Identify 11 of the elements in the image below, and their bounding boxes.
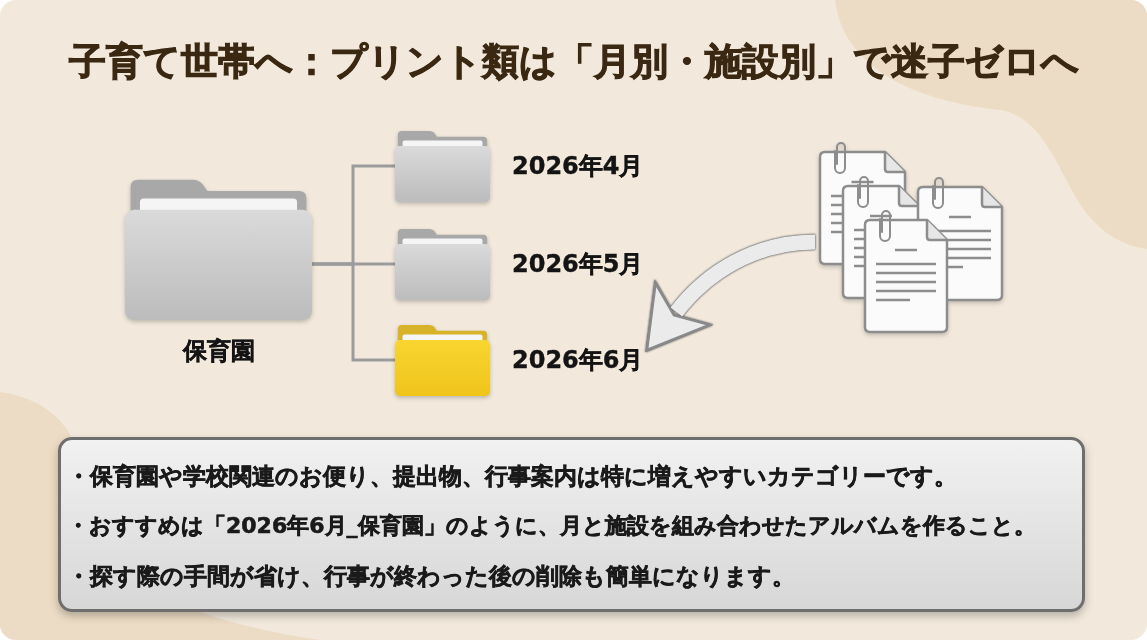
- bullet-text: ・保育園や学校関連のお便り、提出物、行事案内は特に増えやすいカテゴリーです。: [67, 462, 957, 490]
- folder-label: 2026年4月: [512, 151, 644, 181]
- curved-arrow: [644, 234, 816, 351]
- connector-line: [312, 262, 395, 362]
- bullet-text: ・探す際の手間が省け、行事が終わった後の削除も簡単になります。: [67, 562, 795, 590]
- title: 子育て世帯へ：プリント類は「月別・施設別」で迷子ゼロへ: [68, 39, 1079, 85]
- note-panel: [58, 437, 1085, 612]
- bullet-text: ・おすすめは「2026年6月_保育園」のように、月と施設を組み合わせたアルバムを作ること。: [67, 512, 1036, 540]
- folder-label: 2026年6月: [512, 345, 644, 375]
- folder-label: 2026年5月: [512, 249, 644, 279]
- folder-label: 保育園: [182, 336, 255, 366]
